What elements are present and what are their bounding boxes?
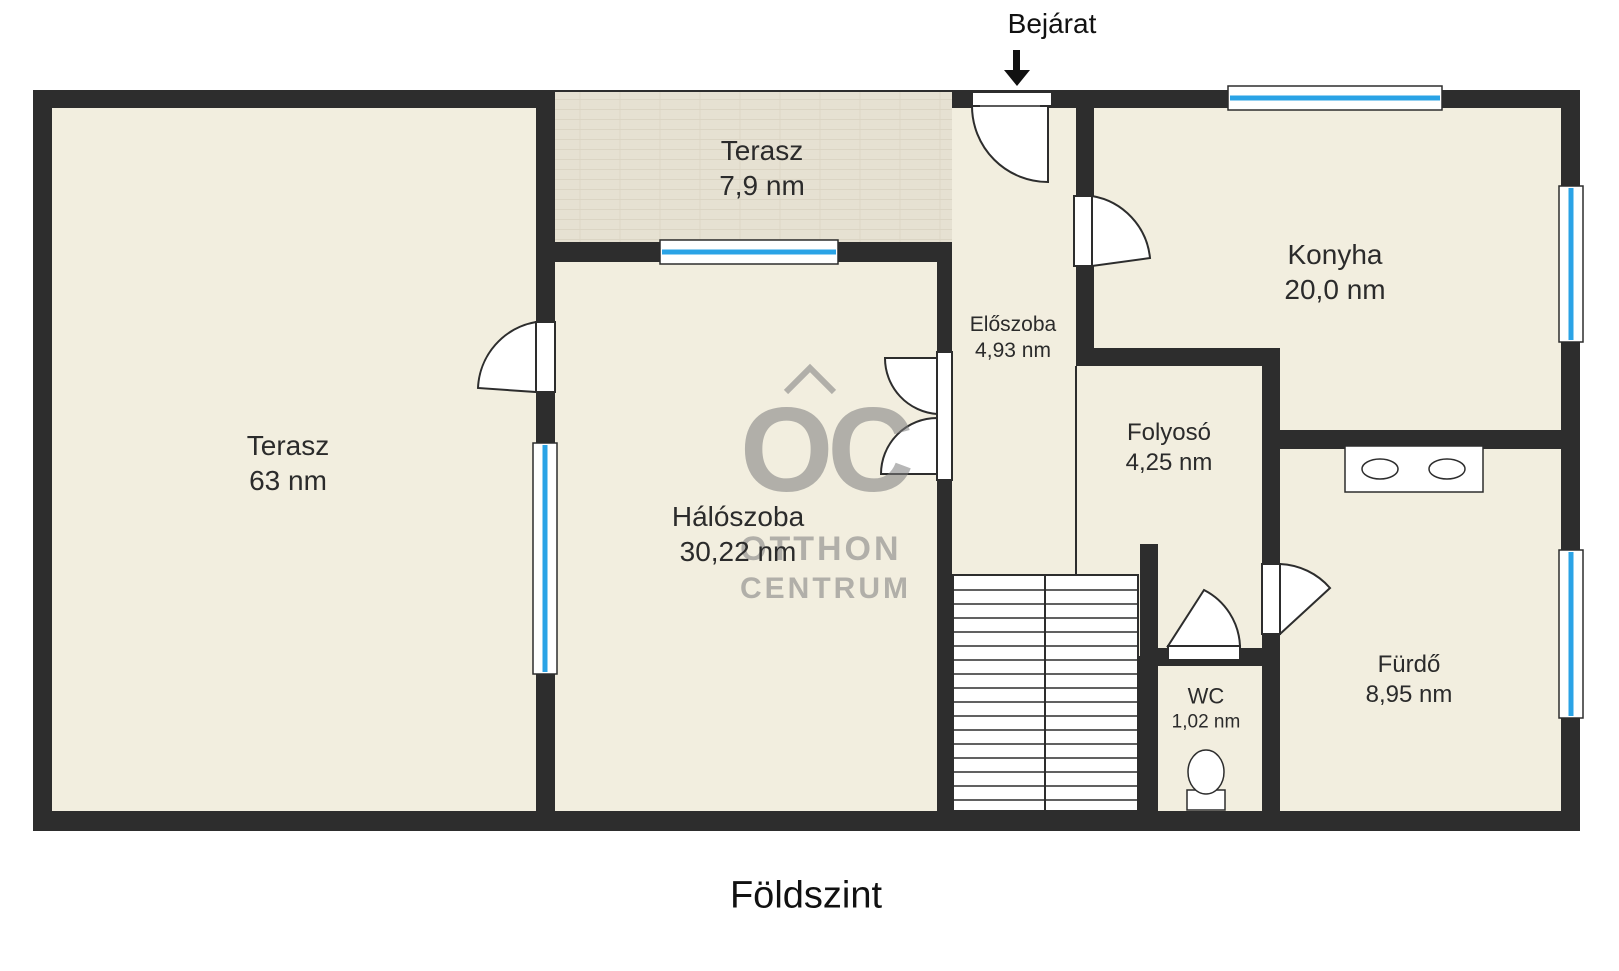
wall-kitchen-bottom [1262,430,1561,449]
room-name: Konyha [1287,239,1383,270]
room-kitchen: Konyha 20,0 nm [1284,237,1385,307]
floor-bathroom [1280,449,1561,811]
room-corridor: Folyosó 4,25 nm [1126,418,1213,478]
wall-wc-left [1140,544,1158,811]
room-name: WC [1187,683,1225,709]
toilet [1186,749,1226,811]
room-area: 63 nm [249,465,327,496]
room-name: Terasz [246,430,330,461]
entrance-label: Bejárat [1007,8,1097,39]
floor-terrace-large [52,108,536,811]
floor-bedroom [555,262,937,811]
room-name: Előszoba [969,312,1057,336]
room-bathroom: Fürdő 8,95 nm [1366,650,1453,710]
staircase [952,574,1139,812]
room-terrace-small: Terasz 7,9 nm [719,133,805,203]
room-area: 7,9 nm [719,170,805,201]
floor-level-label: Földszint [729,874,883,917]
room-wc: WC 1,02 nm [1172,682,1241,733]
room-hallway: Előszoba 4,93 nm [970,312,1056,365]
room-area: 20,0 nm [1284,274,1386,305]
room-area: 1,02 nm [1171,710,1241,732]
room-area: 8,95 nm [1365,681,1453,708]
room-terrace-large: Terasz 63 nm [247,428,329,498]
room-area: 4,25 nm [1125,449,1213,476]
room-name: Folyosó [1126,419,1212,446]
floor-kitchen-lower [1280,366,1561,430]
floor-terrace-small [555,92,952,242]
windows [532,85,1584,719]
bathroom-sink [1344,445,1484,493]
wall-corridor-top [1076,348,1280,366]
room-bedroom: Hálószoba 30,22 nm [672,499,804,569]
wall-bedroom-right [937,242,952,811]
room-area: 4,93 nm [975,339,1051,362]
entrance-arrow-icon [1004,50,1030,86]
room-area: 30,22 nm [679,536,797,567]
floor-kitchen [1094,108,1561,366]
doors [476,91,1332,661]
room-name: Terasz [720,135,804,166]
room-name: Fürdő [1377,651,1441,678]
room-name: Hálószoba [671,501,805,532]
